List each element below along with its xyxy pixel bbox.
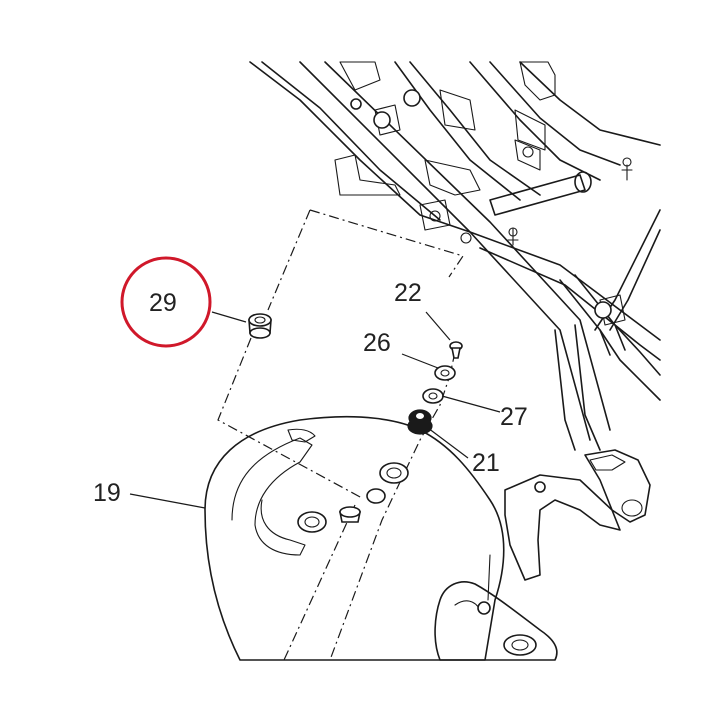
callout-29: 29 bbox=[149, 289, 177, 317]
callout-26: 26 bbox=[363, 329, 391, 357]
highlight-circle bbox=[120, 256, 212, 348]
lower-bracket bbox=[434, 554, 558, 661]
screw-part-22 bbox=[449, 341, 463, 359]
callout-21: 21 bbox=[472, 449, 500, 477]
frame-assembly bbox=[249, 61, 661, 581]
washer-part-27 bbox=[422, 388, 444, 404]
spacer-part-21 bbox=[407, 409, 433, 435]
callout-19: 19 bbox=[93, 479, 121, 507]
leader-lines bbox=[129, 311, 501, 509]
assembly-guide-lines bbox=[217, 209, 464, 661]
heat-shield-part bbox=[204, 415, 505, 661]
washer-part-26 bbox=[434, 365, 456, 381]
callout-22: 22 bbox=[394, 279, 422, 307]
grommet-part-29 bbox=[248, 313, 272, 339]
callout-27: 27 bbox=[500, 403, 528, 431]
